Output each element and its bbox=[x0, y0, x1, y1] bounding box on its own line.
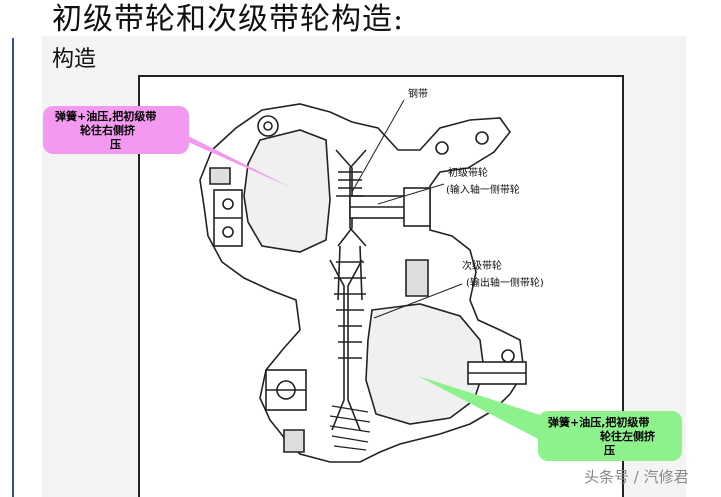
label-primary-pulley: 初级带轮 bbox=[448, 168, 488, 179]
callout-green-line2: 轮往左侧挤 bbox=[600, 430, 655, 443]
slide-title: 初级带轮和次级带轮构造: bbox=[52, 2, 405, 37]
pink-callout-pointer bbox=[168, 126, 292, 188]
callout-pink-line1: 弹簧+油压,把初级带 bbox=[55, 110, 157, 123]
housing-bolt bbox=[257, 115, 279, 137]
label-primary-pulley-note: (输入轴一侧带轮 bbox=[446, 185, 520, 196]
green-callout-pointer bbox=[418, 376, 556, 440]
housing-outline bbox=[199, 103, 525, 463]
return-spring bbox=[329, 405, 371, 451]
primary-fixed-sheave bbox=[243, 129, 331, 253]
section-subtitle: 构造 bbox=[52, 47, 97, 72]
callout-primary-pressure bbox=[43, 106, 189, 154]
secondary-fixed-sheave bbox=[365, 303, 485, 425]
label-secondary-pulley-note: (输出轴一侧带轮) bbox=[466, 278, 544, 289]
callout-green-line1: 弹簧+油压,把初级带 bbox=[548, 416, 650, 429]
label-secondary-pulley: 次级带轮 bbox=[462, 261, 502, 272]
secondary-moving-sheave bbox=[329, 259, 345, 431]
steel-belt bbox=[336, 171, 364, 197]
callout-pink-line3: 压 bbox=[110, 138, 121, 151]
callout-secondary-pressure bbox=[538, 411, 682, 461]
secondary-leader bbox=[373, 283, 463, 319]
callout-pink-line2: 轮往右侧挤 bbox=[80, 124, 135, 137]
callout-green-line3: 压 bbox=[604, 444, 615, 457]
watermark: 头条号 / 汽修君 bbox=[584, 468, 689, 486]
primary-leader bbox=[377, 183, 445, 205]
belt-leader bbox=[351, 99, 405, 193]
slide-frame-line bbox=[12, 38, 14, 497]
label-belt: 钢带 bbox=[408, 89, 428, 100]
